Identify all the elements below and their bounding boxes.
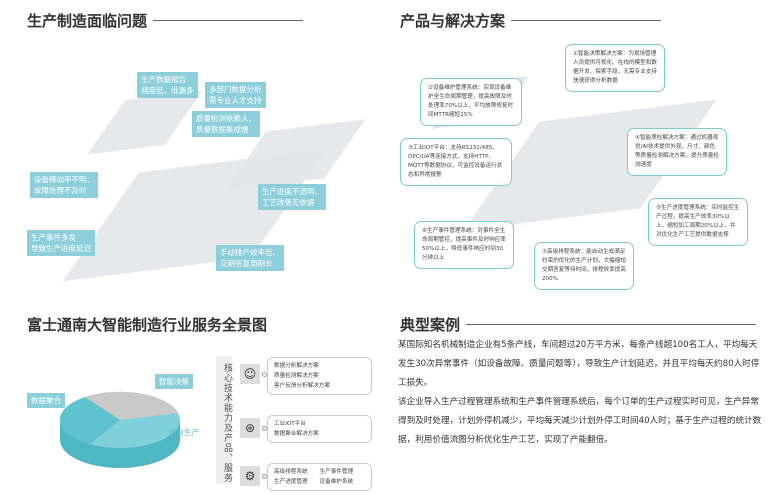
case-paragraph: 该企业导入生产过程管理系统和生产事件管理系统后，每个订单的生产过程实时可见，生产… [398,397,762,445]
pie-slice-data [59,397,120,444]
core-item: 数据聚合解决方案 [274,431,319,437]
core-group-box: 数据分析解决方案 质量检测解决方案 客户反馈分析解决方案 [267,357,372,395]
core-capabilities-label: 核心技术能力及产品、服务 [216,356,232,484]
divider [153,20,304,21]
core-item: 设备维护系统 [319,479,354,485]
solution-bubble: ⑥生产事件管理系统：对事件全生命周期管控，提高事件及时响应率50%以上，降低事件… [414,221,514,269]
case-heading: 典型案例 [400,314,757,335]
connector-dot [262,426,267,431]
problem-tag: 多部门数据分析 需专业人才支持 [205,82,266,108]
case-description: 某国际知名机械制造企业有5条产线，车间超过20万平方米，每条产线超100名工人，… [398,336,764,450]
heading-text: 产品与解决方案 [400,12,506,30]
robot-arm-icon: ⚙ [240,466,260,486]
core-group-box: 工业IOT平台 数据聚合解决方案 [267,415,372,443]
problem-tag: 设备稼动率不明、 故障处理不及时 [30,172,98,198]
problems-heading: 生产制造面临问题 [27,10,304,31]
problem-tag: 生产进度不透明、 工艺改善无依据 [258,184,326,210]
pie-slice-decision [85,391,178,420]
heading-text: 典型案例 [400,316,461,334]
solutions-heading: 产品与解决方案 [400,10,662,31]
pie-label: 数据聚合 [27,393,65,408]
solution-bubble: ③工业IOT平台：支持RS232/485、OPC/UA等连接方式，支持HTTP、… [400,138,512,186]
case-paragraph: 某国际知名机械制造企业有5条产线，车间超过20万平方米，每条产线超100名工人，… [398,340,760,388]
solution-bubble: ②设备维护管理系统：实现设备维护全生命周期管理，提高故障及时处理率70%以上，平… [420,78,522,126]
problem-tag: 生产数据报告 频度低、纰漏多 [137,72,198,98]
connector-dot [262,372,267,377]
solution-bubble: ①智能决策解决方案：为现场管理人员提供可视化、在线的模型和数据开发、探索手段，无… [565,44,665,92]
problem-tag: 生产事件多发 导致生产进度延迟 [27,230,95,256]
robot-icon: ☺ [240,364,260,384]
core-item: 生产进度管理 [274,479,308,485]
problem-tag: 手动排产效率低、 交期答复周期长 [216,245,284,271]
core-item: 工业IOT平台 [274,421,306,427]
problem-tag: 质量检测依赖人、 质量数据集成慢 [192,111,260,137]
core-item: 数据分析解决方案 [274,363,319,369]
core-group-box: 高级排程系统 生产事件管理 生产进度管理 设备维护系统 [267,463,372,491]
divider [511,20,662,21]
solution-bubble: ④智能质检解决方案：通过机器视觉/AI技术提供外观、尺寸、颜色等质量检测解决方案… [627,128,727,176]
core-item: 质量检测解决方案 [274,373,319,379]
core-item: 生产事件管理 [319,469,354,475]
data-aggregation-icon: ⊛ [240,418,260,438]
core-item: 客户反馈分析解决方案 [274,383,330,389]
core-item: 高级排程系统 [274,469,308,475]
service-pie [59,391,180,468]
divider [466,324,757,325]
pie-label: 精益生产 [169,428,199,437]
solution-bubble: ⑦高级排程系统：能自动生成满足约束的优化的生产计划，大幅缩短交期答复等待时间，排… [534,242,634,290]
connector-dot [262,474,267,479]
solution-bubble: ⑤生产进度管理系统：实时监控生产过程，提高生产效率30%以上，缩短加工周期20%… [648,198,748,246]
panorama-heading: 富士通南大智能制造行业服务全景图 [27,314,267,335]
heading-text: 富士通南大智能制造行业服务全景图 [27,316,268,334]
pie-label: 智能决策 [155,374,193,389]
heading-text: 生产制造面临问题 [27,12,148,30]
